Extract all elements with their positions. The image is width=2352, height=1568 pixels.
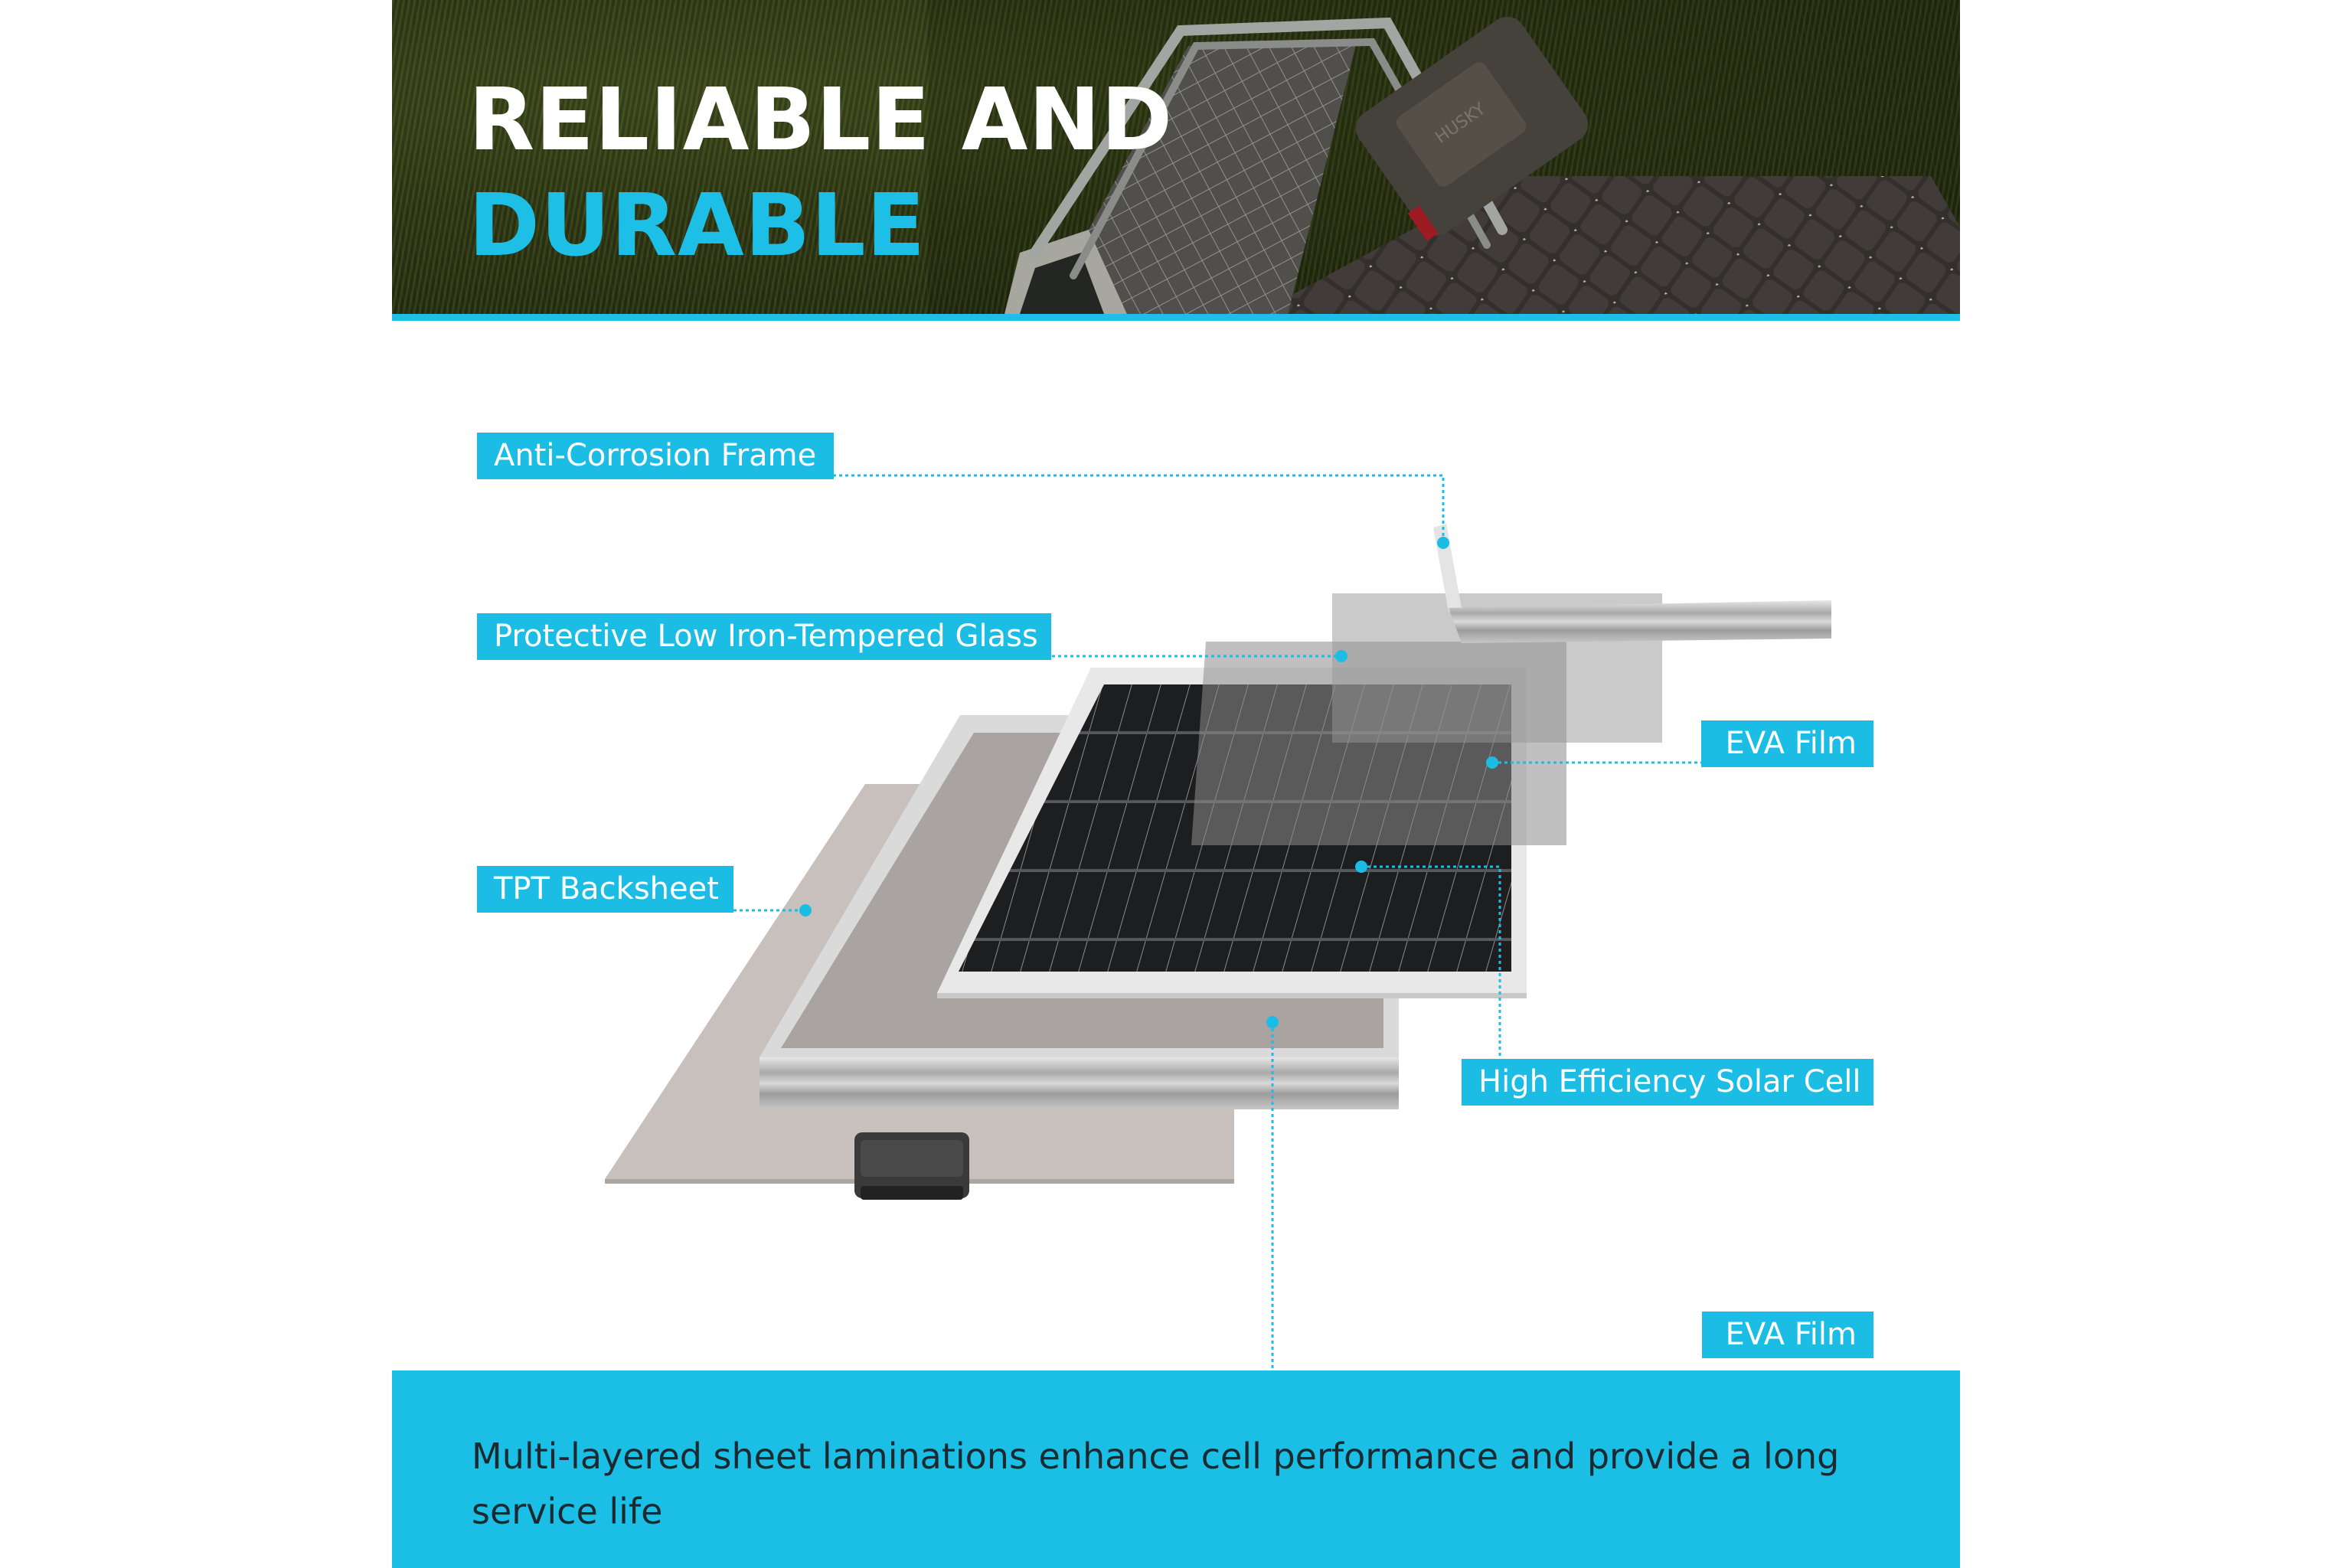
leader-lines xyxy=(733,474,1701,1370)
hero-title: RELIABLE AND DURABLE xyxy=(469,67,1173,279)
leader-dots xyxy=(799,537,1498,1028)
label-eva-film-top: EVA Film xyxy=(1701,720,1873,767)
label-anti-corrosion-frame: Anti-Corrosion Frame xyxy=(477,433,834,479)
label-eva-film-bottom: EVA Film xyxy=(1702,1312,1873,1358)
hero-banner: HUSKY RELIABLE AND DURABLE xyxy=(392,0,1960,314)
hero-title-line2: DURABLE xyxy=(469,176,926,276)
feature-description-band: Multi-layered sheet laminations enhance … xyxy=(392,1370,1960,1568)
solar-panel-exploded-illustration xyxy=(605,474,1831,1370)
label-solar-cell: High Efficiency Solar Cell xyxy=(1462,1059,1873,1106)
vehicle-roof-photo: HUSKY xyxy=(928,0,1960,314)
label-tpt-backsheet: TPT Backsheet xyxy=(477,866,733,913)
exploded-layer-diagram: Anti-Corrosion Frame Protective Low Iron… xyxy=(392,321,1960,1370)
hero-accent-stripe xyxy=(392,314,1960,321)
label-protective-glass: Protective Low Iron-Tempered Glass xyxy=(477,613,1051,660)
junction-box xyxy=(854,1132,969,1200)
frame-profile xyxy=(1433,524,1831,643)
product-page: HUSKY RELIABLE AND DURABLE xyxy=(392,0,1960,1568)
hero-title-line1: RELIABLE AND xyxy=(469,70,1174,170)
feature-description: Multi-layered sheet laminations enhance … xyxy=(472,1436,1840,1532)
